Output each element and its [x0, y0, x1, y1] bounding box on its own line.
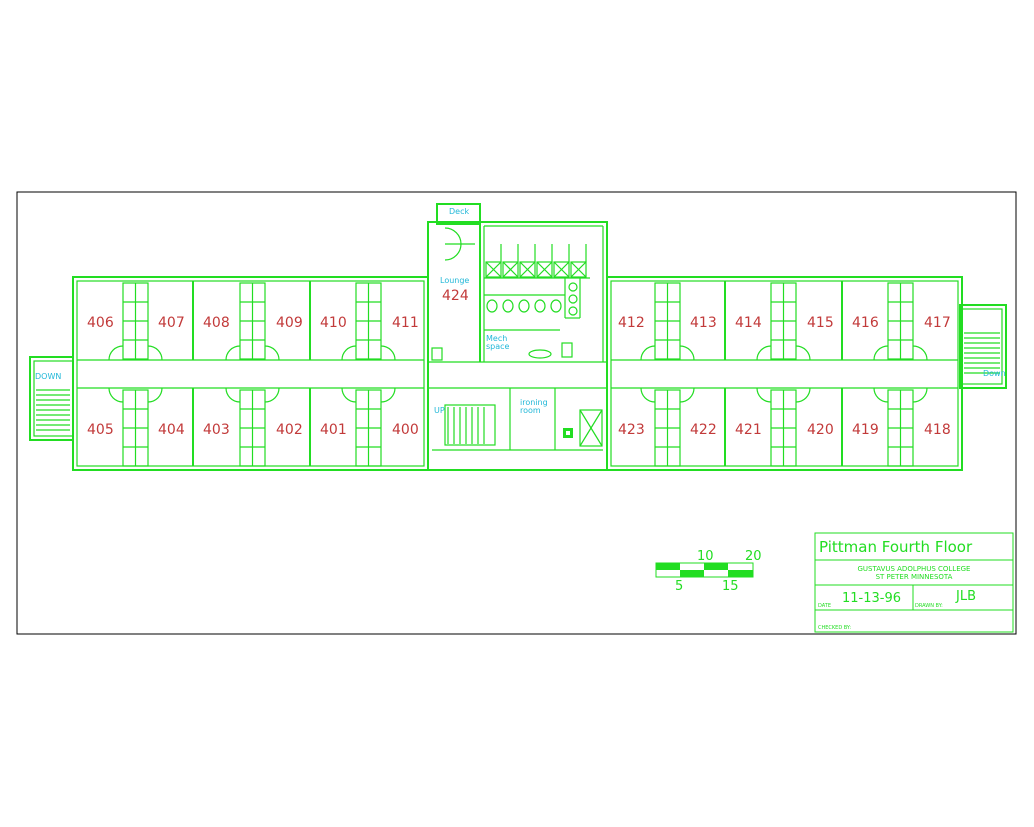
room-418: 418 [924, 422, 951, 438]
room-401: 401 [320, 422, 347, 438]
door-swing [225, 387, 241, 403]
room-420: 420 [807, 422, 834, 438]
date-label: DATE [818, 603, 831, 609]
room-412: 412 [618, 315, 645, 331]
sink-icon [568, 282, 578, 292]
room-labels: 406 407 408 409 410 411 405 404 403 402 … [35, 207, 1006, 438]
door-swing [108, 387, 124, 403]
shower-stall [519, 261, 536, 278]
scale-bar: 10 20 5 15 [655, 549, 762, 594]
shower-stall [570, 261, 587, 278]
room-409: 409 [276, 315, 303, 331]
room-406: 406 [87, 315, 114, 331]
door-swing [264, 387, 280, 403]
shower-x [570, 261, 587, 278]
scale-label-5: 5 [675, 579, 683, 594]
room-423: 423 [618, 422, 645, 438]
door-swing [756, 387, 772, 403]
room-407: 407 [158, 315, 185, 331]
scale-label-10: 10 [697, 549, 714, 564]
door-swing [640, 387, 656, 403]
door-swing [147, 345, 163, 361]
stair-center-label: UP [434, 406, 445, 415]
deck-label: Deck [449, 207, 469, 216]
shower-x [519, 261, 536, 278]
title-block: Pittman Fourth Floor GUSTAVUS ADOLPHUS C… [814, 532, 1014, 633]
ironing-label-2: room [520, 406, 541, 415]
room-414: 414 [735, 315, 762, 331]
door-swing [640, 345, 656, 361]
urinal-icon [486, 299, 498, 313]
scale-label-15: 15 [722, 579, 739, 594]
door-swing [147, 387, 163, 403]
door-swing [873, 387, 889, 403]
door-swing [264, 345, 280, 361]
door-swing [341, 345, 357, 361]
scale-label-20: 20 [745, 549, 762, 564]
door-swing [756, 345, 772, 361]
room-400: 400 [392, 422, 419, 438]
room-408: 408 [203, 315, 230, 331]
door-swing [679, 387, 695, 403]
room-419: 419 [852, 422, 879, 438]
room-411: 411 [392, 315, 419, 331]
door-swing [795, 387, 811, 403]
room-424: 424 [442, 288, 469, 304]
door-swing [873, 345, 889, 361]
door-swing [380, 387, 396, 403]
room-402: 402 [276, 422, 303, 438]
door-swing [108, 345, 124, 361]
room-405: 405 [87, 422, 114, 438]
lounge-label: Lounge [440, 276, 469, 285]
urinal-icon [502, 299, 514, 313]
mech-label-2: space [486, 342, 510, 351]
room-403: 403 [203, 422, 230, 438]
door-swing [380, 345, 396, 361]
door-swing [225, 345, 241, 361]
sink-icon [568, 306, 578, 316]
door-swing [912, 387, 928, 403]
drawing-title: Pittman Fourth Floor [819, 538, 973, 556]
ironing-label: ironing [520, 398, 548, 407]
room-410: 410 [320, 315, 347, 331]
sink-icon [568, 294, 578, 304]
shower-x [485, 261, 502, 278]
room-415: 415 [807, 315, 834, 331]
location: ST PETER MINNESOTA [876, 573, 953, 581]
date-value: 11-13-96 [842, 591, 901, 606]
shower-x [502, 261, 519, 278]
room-416: 416 [852, 315, 879, 331]
door-swing [679, 345, 695, 361]
room-404: 404 [158, 422, 185, 438]
urinal-icon [550, 299, 562, 313]
shower-stall [502, 261, 519, 278]
fixtures [36, 244, 1000, 467]
drawn-by-label: DRAWN BY: [915, 603, 943, 609]
door-swing [795, 345, 811, 361]
drawing-frame [16, 191, 1017, 635]
door-swing [341, 387, 357, 403]
urinal-icon [534, 299, 546, 313]
urinal-icon [518, 299, 530, 313]
door-swing [912, 345, 928, 361]
room-421: 421 [735, 422, 762, 438]
checked-by-label: CHECKED BY: [818, 625, 851, 631]
room-413: 413 [690, 315, 717, 331]
institution: GUSTAVUS ADOLPHUS COLLEGE [858, 565, 971, 573]
shower-x [536, 261, 553, 278]
shower-stall [536, 261, 553, 278]
shower-stall [553, 261, 570, 278]
shower-x [553, 261, 570, 278]
mech-label: Mech [486, 334, 507, 343]
drawn-by-value: JLB [955, 589, 976, 604]
shower-stall [485, 261, 502, 278]
stair-right-label: Down [983, 369, 1006, 378]
room-417: 417 [924, 315, 951, 331]
room-422: 422 [690, 422, 717, 438]
stair-left-label: DOWN [35, 372, 61, 381]
